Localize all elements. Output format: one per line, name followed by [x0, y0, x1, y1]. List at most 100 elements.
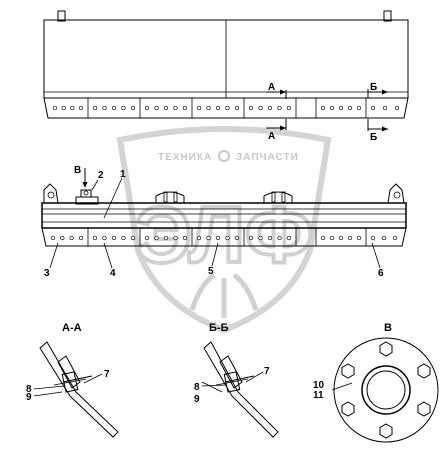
bolt-hole — [267, 105, 273, 111]
callout-11: 11 — [313, 390, 324, 401]
bolt-hole — [78, 105, 84, 111]
callout-5: 5 — [208, 266, 214, 277]
cutting-edge-top-holes — [52, 105, 400, 111]
bolt-hole — [60, 235, 65, 241]
section-bb-title: Б-Б — [209, 322, 229, 334]
bolt-hole — [370, 235, 376, 241]
callout-3: 3 — [44, 268, 50, 279]
bolt-hole — [196, 235, 202, 241]
view-v: В 10 11 — [313, 322, 439, 443]
bolt-hole — [70, 105, 75, 111]
leader-10-11 — [331, 382, 353, 391]
section-bb-blade — [203, 341, 279, 438]
watermark-gear-icon — [218, 150, 230, 162]
bolt-hole — [130, 235, 136, 241]
view-v-title: В — [384, 322, 392, 334]
callout-7-bb: 7 — [264, 366, 270, 377]
bolt-hole — [61, 105, 66, 111]
section-bb: Б-Б 7 8 9 — [194, 322, 279, 438]
bolt-hole — [248, 105, 254, 111]
bolt-hole — [121, 235, 126, 241]
callout-8-aa: 8 — [26, 384, 32, 395]
corner-knife-fastener — [75, 189, 99, 205]
bolt-hole — [144, 235, 150, 241]
bolt-hole — [102, 105, 107, 111]
top-lug-left — [57, 10, 66, 22]
leaders-front — [49, 177, 381, 269]
flange-ring-outer — [361, 365, 411, 415]
bolt-hole — [248, 235, 254, 241]
cutting-edge-front — [41, 227, 407, 247]
bolt-hole — [130, 105, 136, 111]
callout-2: 2 — [98, 170, 104, 181]
bolt-hole — [370, 105, 376, 111]
bolt-hole — [182, 105, 188, 111]
bolt-hole — [69, 235, 74, 241]
bolt-hole — [320, 105, 326, 111]
bolt-hole — [356, 235, 362, 241]
bolt-hole — [182, 235, 188, 241]
bolt-hole — [173, 105, 178, 111]
watermark-shield — [116, 126, 332, 334]
flange-outer — [333, 337, 439, 443]
bolt-hole — [329, 235, 335, 241]
bolt-hole — [329, 105, 335, 111]
bolt-hole — [234, 235, 240, 241]
callout-7-aa: 7 — [104, 369, 110, 380]
cutting-edge-top — [43, 97, 409, 119]
section-marker-b: Б Б — [367, 82, 388, 143]
section-mark-a-bottom: А — [268, 131, 275, 142]
top-lug-right — [383, 10, 392, 22]
bolt-hole — [338, 235, 344, 241]
bolt-hole — [215, 235, 221, 241]
end-bracket-left — [43, 183, 59, 204]
callout-10: 10 — [313, 380, 325, 391]
view-v-arrow: В — [74, 165, 88, 188]
cutting-edge-front-segments — [87, 228, 367, 246]
bolt-hole — [163, 105, 169, 111]
leaders-bb — [201, 371, 264, 393]
watermark-brand-right: ЗАПЧАСТИ — [236, 152, 299, 163]
bolt-hole — [50, 235, 56, 241]
bolt-hole — [320, 235, 326, 241]
section-aa-blade — [39, 341, 119, 438]
section-mark-b-top: Б — [370, 82, 377, 93]
watermark: ТЕХНИКА ЗАПЧАСТИ ЭЛФ — [116, 126, 332, 334]
bolt-hole — [92, 235, 98, 241]
bolt-hole — [394, 105, 400, 111]
callout-8-bb: 8 — [194, 382, 200, 393]
mounting-bracket-right — [263, 191, 293, 203]
bolt-hole — [225, 235, 230, 241]
bolt-hole — [277, 235, 282, 241]
callout-1: 1 — [120, 169, 126, 180]
bolt-hole — [258, 235, 263, 241]
bolt-hole — [144, 105, 150, 111]
callout-9-aa: 9 — [26, 392, 32, 403]
flange-bolt-holes — [341, 341, 431, 439]
top-view: А А Б Б — [43, 10, 409, 143]
cutting-edge-front-holes — [50, 235, 398, 241]
bolt-hole — [78, 235, 84, 241]
end-bracket-right — [387, 183, 405, 204]
bolt-hole — [267, 235, 273, 241]
bolt-hole — [173, 235, 178, 241]
section-bb-plate — [219, 355, 243, 389]
watermark-wheat-icon — [189, 272, 259, 318]
bolt-hole — [258, 105, 263, 111]
callout-4: 4 — [110, 268, 116, 279]
bolt-hole — [277, 105, 282, 111]
bolt-hole — [206, 105, 211, 111]
bolt-hole — [356, 105, 362, 111]
bolt-hole — [52, 105, 58, 111]
bolt-hole — [206, 235, 211, 241]
leaders-aa — [33, 373, 103, 397]
bolt-hole — [154, 235, 159, 241]
section-aa: А-А 7 8 9 — [26, 322, 119, 438]
section-aa-plate — [57, 355, 81, 389]
bolt-hole — [225, 105, 230, 111]
section-mark-a-top: А — [268, 82, 275, 93]
section-aa-title: А-А — [62, 322, 82, 334]
bolt-hole — [338, 105, 344, 111]
bolt-hole — [347, 235, 353, 241]
bolt-hole — [381, 235, 387, 241]
